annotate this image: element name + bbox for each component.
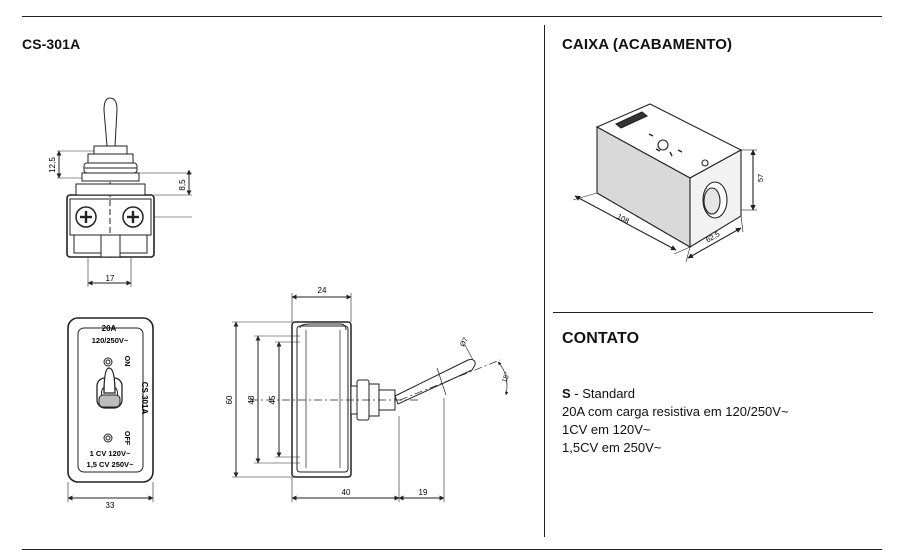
plate-on-label: ON bbox=[123, 356, 130, 367]
top-rule bbox=[22, 16, 882, 17]
side-dim-19: 19 bbox=[419, 488, 428, 497]
spec-line-2: 1CV em 120V~ bbox=[562, 422, 651, 437]
bottom-rule bbox=[22, 549, 882, 550]
contato-specs: S - Standard 20A com carga resistiva em … bbox=[562, 385, 789, 457]
plate-model: CS 301A bbox=[140, 382, 149, 415]
plate-hp-line-2: 1,5 CV 250V~ bbox=[87, 460, 135, 469]
contato-title: CONTATO bbox=[562, 330, 640, 347]
plate-rating-amps: 20A bbox=[102, 324, 117, 333]
side-view-drawing bbox=[232, 293, 509, 502]
box-drawing bbox=[572, 103, 757, 263]
spec-line-3: 1,5CV em 250V~ bbox=[562, 440, 662, 455]
plate-rating-volts: 120/250V~ bbox=[92, 336, 129, 345]
spec-type: S - Standard bbox=[562, 386, 635, 401]
plate-off-label: OFF bbox=[123, 431, 130, 446]
model-title: CS-301A bbox=[22, 36, 81, 52]
section-divider bbox=[553, 312, 873, 313]
side-dim-angle: 15° bbox=[501, 371, 512, 384]
box-dim-height: 57 bbox=[756, 174, 765, 182]
column-divider bbox=[544, 25, 545, 537]
front-dim-height-a: 12,5 bbox=[48, 157, 57, 173]
plate-view-drawing bbox=[67, 317, 154, 502]
spec-line-1: 20A com carga resistiva em 120/250V~ bbox=[562, 404, 789, 419]
caixa-title: CAIXA (ACABAMENTO) bbox=[562, 36, 733, 53]
side-dim-45: 45 bbox=[268, 395, 277, 404]
box-dim-length: 108 bbox=[616, 212, 631, 226]
side-dim-top: 24 bbox=[318, 286, 327, 295]
front-view-drawing bbox=[56, 97, 192, 287]
side-dim-48: 48 bbox=[247, 395, 256, 404]
side-dim-diameter: Ø7 bbox=[459, 336, 470, 348]
plate-dim-width: 33 bbox=[106, 501, 115, 510]
side-dim-60: 60 bbox=[225, 395, 234, 404]
front-dim-height-b: 8,5 bbox=[178, 179, 187, 191]
side-dim-40: 40 bbox=[342, 488, 351, 497]
front-dim-width: 17 bbox=[106, 274, 115, 283]
plate-hp-line-1: 1 CV 120V~ bbox=[90, 449, 131, 458]
